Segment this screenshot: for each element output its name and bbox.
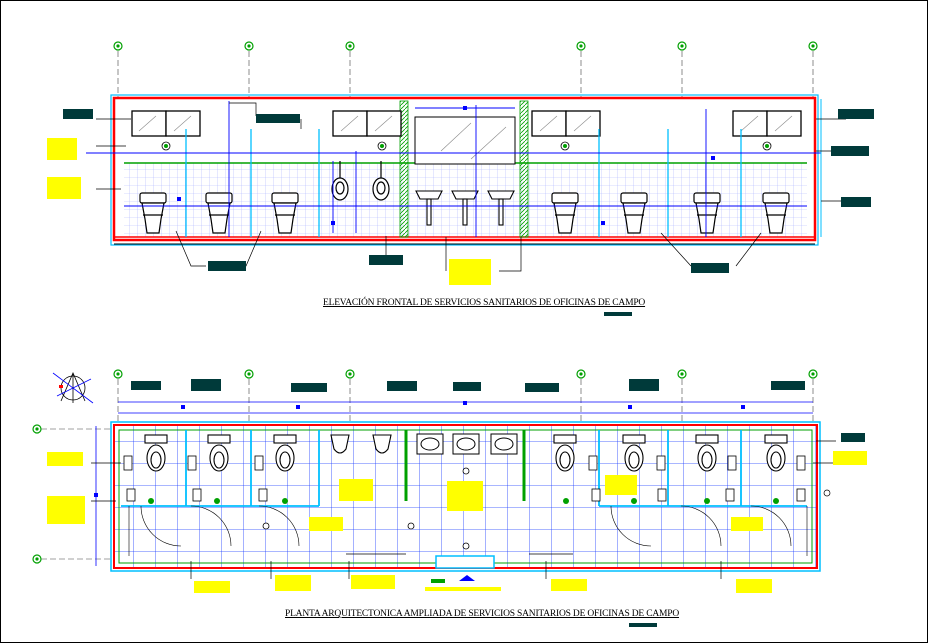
elevation-title: ELEVACIÓN FRONTAL DE SERVICIOS SANITARIO… bbox=[323, 298, 646, 308]
elevation-grid-axes bbox=[117, 51, 814, 99]
washbasin-icon bbox=[415, 190, 515, 226]
plan-title: PLANTA ARQUITECTONICA AMPLIADA DE SERVIC… bbox=[285, 609, 679, 619]
toilet-icon bbox=[144, 434, 788, 472]
urinal-icon bbox=[330, 434, 392, 454]
window-icon bbox=[131, 110, 802, 137]
front-elevation bbox=[47, 41, 874, 316]
urinal-icon bbox=[331, 161, 390, 201]
floor-plan bbox=[32, 369, 867, 627]
mirror bbox=[414, 116, 516, 165]
plan-callouts bbox=[47, 379, 867, 627]
elevation-callouts bbox=[47, 106, 874, 316]
toilet-icon bbox=[139, 192, 790, 234]
entry-door bbox=[346, 553, 573, 569]
washbasin-icon bbox=[416, 433, 518, 455]
north-arrow-icon bbox=[52, 371, 94, 404]
grid-axis-bubble-icon bbox=[113, 41, 818, 51]
